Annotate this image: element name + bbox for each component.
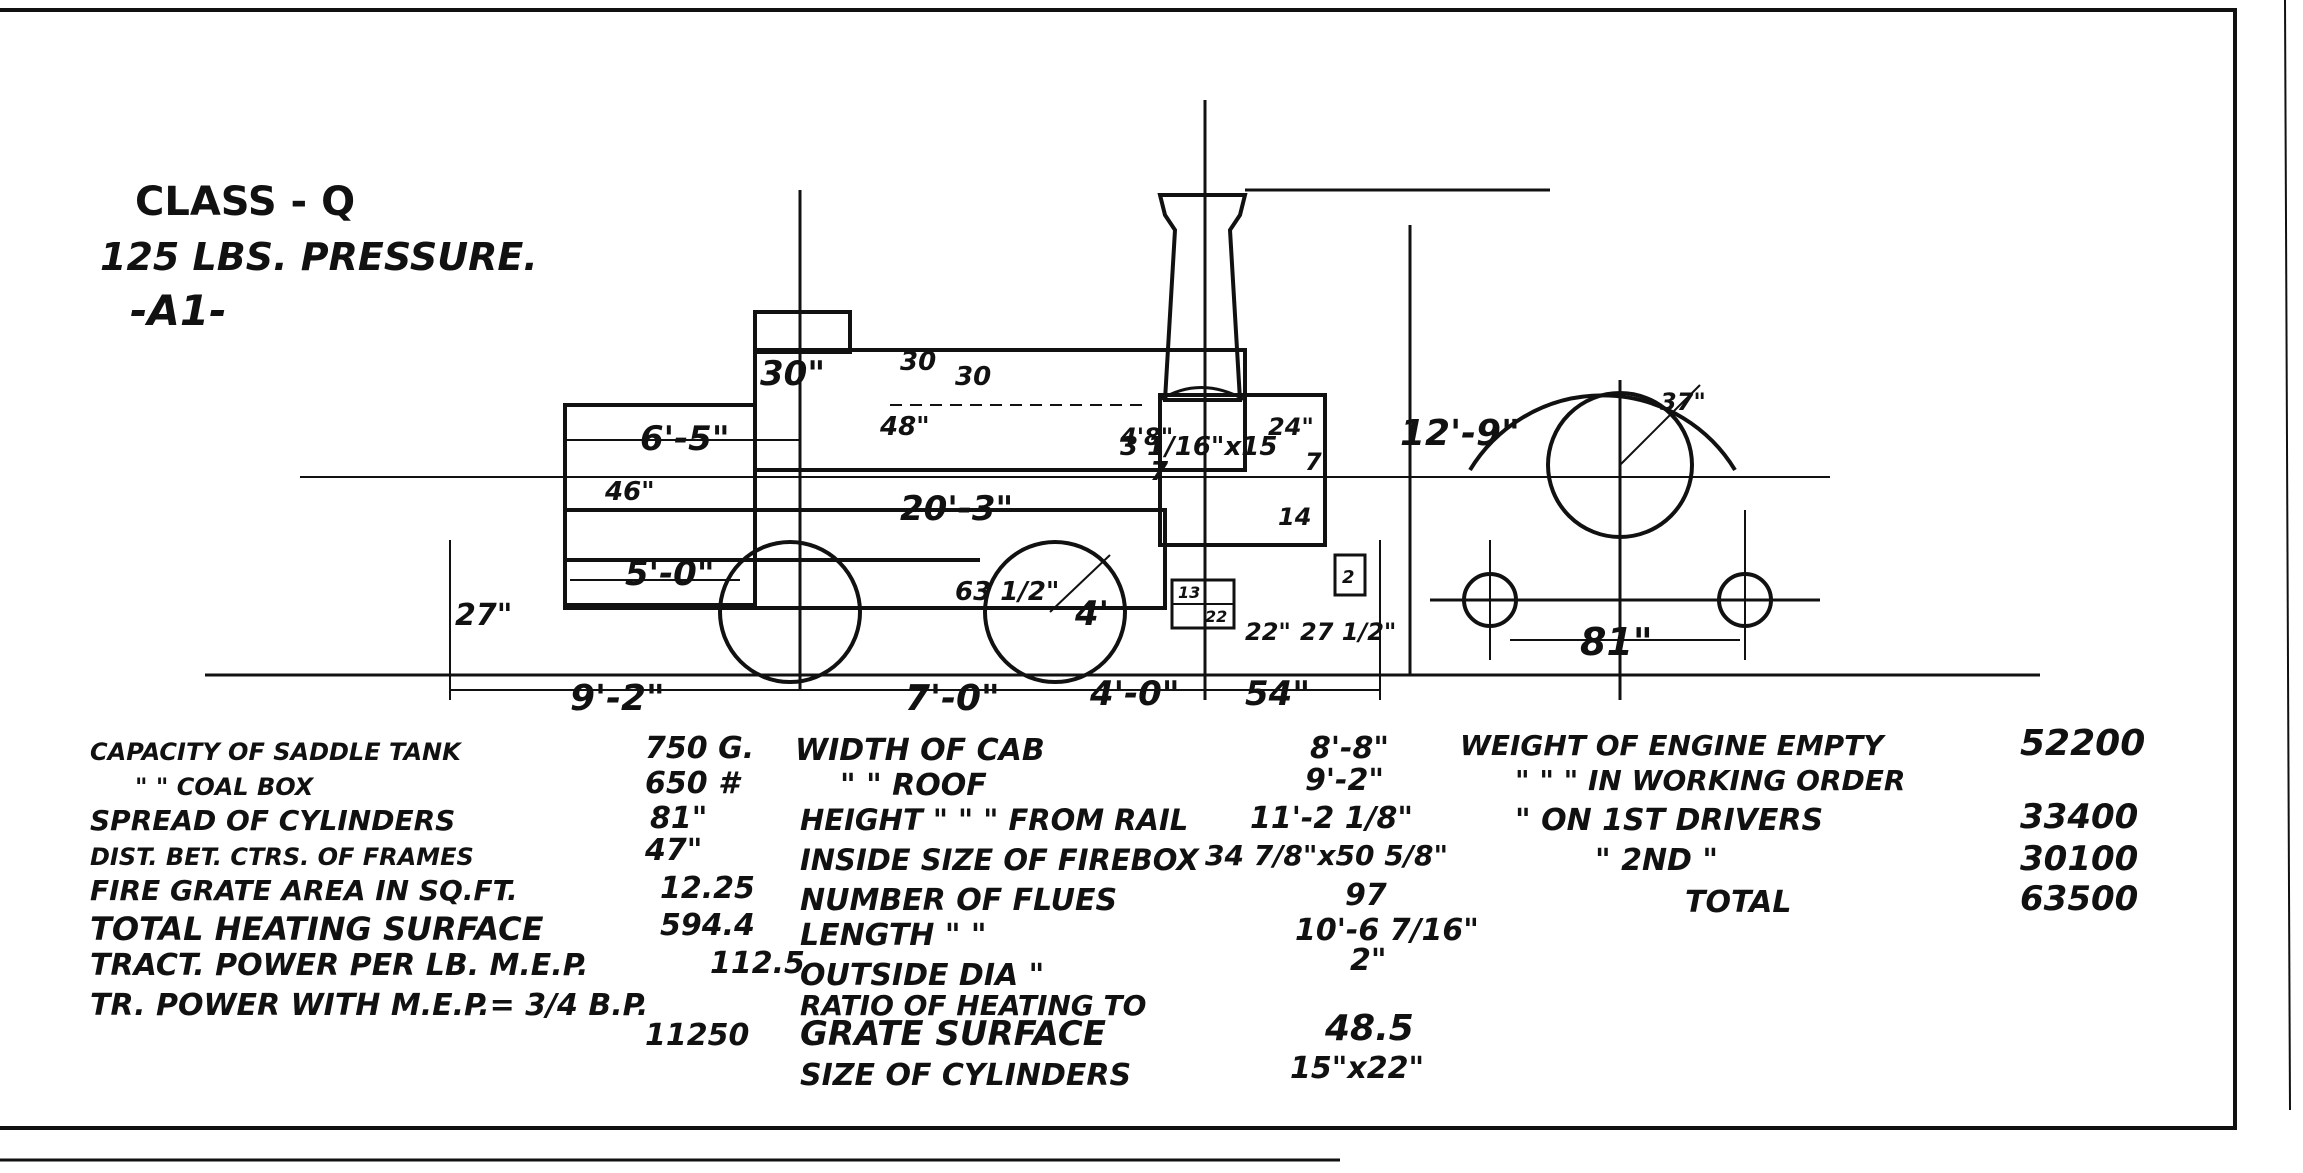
- right-label-1: WEIGHT OF ENGINE EMPTY: [1460, 729, 1886, 762]
- dim-span-4-0: 4'-0": [1089, 674, 1180, 714]
- dim-cyl-3-16x15: 3 1/16"x15: [1120, 432, 1277, 462]
- class-title: CLASS - Q: [135, 179, 355, 225]
- mid-label-9: GRATE SURFACE: [800, 1014, 1106, 1054]
- mid-label-4: INSIDE SIZE OF FIREBOX: [800, 843, 1200, 877]
- right-label-5: TOTAL: [1685, 885, 1791, 920]
- right-value-5: 63500: [2020, 879, 2138, 919]
- left-value-2: 650 #: [645, 766, 742, 801]
- mid-value-7: 2": [1350, 943, 1387, 978]
- right-value-3: 33400: [2020, 797, 2138, 837]
- mid-value-9: 48.5: [1324, 1008, 1414, 1049]
- right-label-2: " " " IN WORKING ORDER: [1515, 764, 1905, 797]
- dim-tank-30-vert: 30: [900, 347, 936, 377]
- mid-value-4: 34 7/8"x50 5/8": [1205, 839, 1448, 872]
- dim-27-right: 27 1/2": [1300, 618, 1396, 646]
- left-label-5: FIRE GRATE AREA IN SQ.FT.: [90, 874, 518, 907]
- mid-value-3: 11'-2 1/8": [1250, 801, 1413, 836]
- dim-wheel-radius-37: 37": [1660, 388, 1706, 416]
- dim-height-12-9: 12'-9": [1400, 413, 1520, 454]
- dim-cab-48: 48": [879, 412, 930, 442]
- dim-20-3: 20'-3": [900, 489, 1013, 529]
- left-label-4: DIST. BET. CTRS. OF FRAMES: [90, 843, 474, 871]
- left-label-2: " " COAL BOX: [135, 773, 315, 801]
- right-value-4: 30100: [2020, 839, 2138, 879]
- dim-spread-81: 81": [1580, 620, 1653, 664]
- dim-span-9-2: 9'-2": [570, 678, 665, 719]
- left-label-1: CAPACITY OF SADDLE TANK: [90, 738, 463, 766]
- mid-value-2: 9'-2": [1305, 763, 1384, 798]
- dim-22: 22": [1245, 618, 1291, 646]
- box-label-2: 2: [1342, 567, 1355, 588]
- right-label-4: " 2ND ": [1595, 843, 1718, 878]
- left-label-6: TOTAL HEATING SURFACE: [90, 910, 544, 948]
- sub-title: -A1-: [130, 286, 227, 335]
- left-value-6: 594.4: [660, 908, 755, 943]
- mid-label-2: " " ROOF: [840, 768, 987, 803]
- left-label-3: SPREAD OF CYLINDERS: [90, 804, 455, 837]
- dim-frame-5-0: 5'-0": [625, 554, 715, 594]
- left-value-9: 11250: [645, 1018, 749, 1053]
- mid-label-3: HEIGHT " " " FROM RAIL: [800, 803, 1188, 837]
- dim-tank-30: 30": [760, 354, 825, 394]
- dim-wheel-4: 4': [1074, 594, 1109, 634]
- dim-cab-height-46: 46": [604, 477, 655, 507]
- dim-27-left: 27": [455, 598, 512, 633]
- locomotive-outline: [205, 100, 2040, 700]
- dim-span-7-0: 7'-0": [905, 678, 1000, 719]
- left-value-5: 12.25: [660, 871, 755, 906]
- dim-smoke-24: 24": [1268, 413, 1314, 441]
- right-value-1: 52200: [2020, 723, 2145, 764]
- left-label-8: TR. POWER WITH M.E.P.= 3/4 B.P.: [90, 988, 648, 1023]
- left-label-7: TRACT. POWER PER LB. M.E.P.: [90, 948, 588, 983]
- mid-value-6: 10'-6 7/16": [1295, 913, 1479, 948]
- mid-label-8: RATIO OF HEATING TO: [800, 989, 1146, 1022]
- dim-4-8: 4'8": [1119, 423, 1173, 451]
- pressure-title: 125 LBS. PRESSURE.: [100, 235, 538, 279]
- left-value-3: 81": [650, 801, 707, 836]
- left-value-1: 750 G.: [645, 731, 754, 766]
- dim-cab-width: 6'-5": [640, 419, 730, 459]
- mid-label-5: NUMBER OF FLUES: [800, 883, 1117, 918]
- dim-span-54: 54": [1245, 674, 1310, 714]
- box-label-13: 13: [1178, 583, 1200, 602]
- mid-value-1: 8'-8": [1310, 731, 1389, 766]
- mid-label-1: WIDTH OF CAB: [795, 733, 1045, 768]
- dim-roof-30-vert: 30: [955, 362, 991, 392]
- left-value-7: 112.5: [710, 946, 805, 981]
- mid-label-10: SIZE OF CYLINDERS: [800, 1058, 1131, 1093]
- right-label-3: " ON 1ST DRIVERS: [1515, 803, 1823, 838]
- dim-smoke-7: 7: [1305, 448, 1322, 476]
- mid-value-5: 97: [1345, 878, 1387, 913]
- mid-label-6: LENGTH " ": [800, 918, 987, 953]
- box-label-22: 22: [1205, 607, 1227, 626]
- mid-value-10: 15"x22": [1290, 1051, 1424, 1086]
- dim-driver-63: 63 1/2": [955, 577, 1059, 607]
- dim-tank-7: 7: [1150, 457, 1169, 487]
- left-value-4: 47": [644, 833, 702, 868]
- dim-smoke-14: 14: [1278, 503, 1311, 531]
- mid-label-7: OUTSIDE DIA ": [800, 958, 1044, 993]
